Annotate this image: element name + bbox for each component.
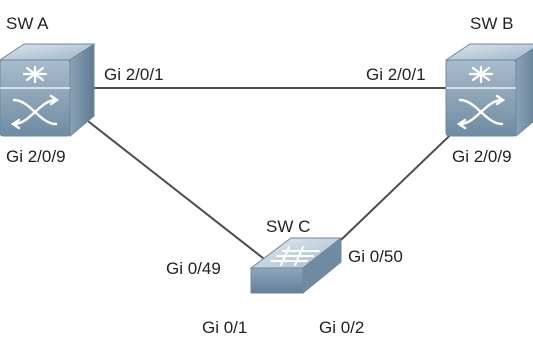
sw-c-port-2-label: Gi 0/2 bbox=[319, 318, 364, 337]
sw-b-port-top-label: Gi 2/0/1 bbox=[366, 65, 426, 84]
link-sw-a-sw-c bbox=[83, 117, 269, 263]
sw-c-port-right-label: Gi 0/50 bbox=[348, 247, 403, 266]
sw-c-port-left-label: Gi 0/49 bbox=[166, 259, 221, 278]
links bbox=[83, 87, 469, 263]
switch-a-icon[interactable] bbox=[0, 43, 96, 138]
sw-a-label: SW A bbox=[6, 14, 49, 33]
switch-b-icon[interactable] bbox=[444, 43, 533, 138]
sw-c-label: SW C bbox=[266, 217, 310, 236]
link-sw-b-sw-c bbox=[317, 117, 469, 263]
switch-c-icon[interactable] bbox=[249, 236, 343, 295]
sw-a-port-bottom-label: Gi 2/0/9 bbox=[6, 147, 66, 166]
sw-a-port-top-label: Gi 2/0/1 bbox=[104, 65, 164, 84]
sw-b-label: SW B bbox=[470, 14, 513, 33]
sw-c-port-1-label: Gi 0/1 bbox=[202, 318, 247, 337]
sw-b-port-bottom-label: Gi 2/0/9 bbox=[452, 147, 512, 166]
